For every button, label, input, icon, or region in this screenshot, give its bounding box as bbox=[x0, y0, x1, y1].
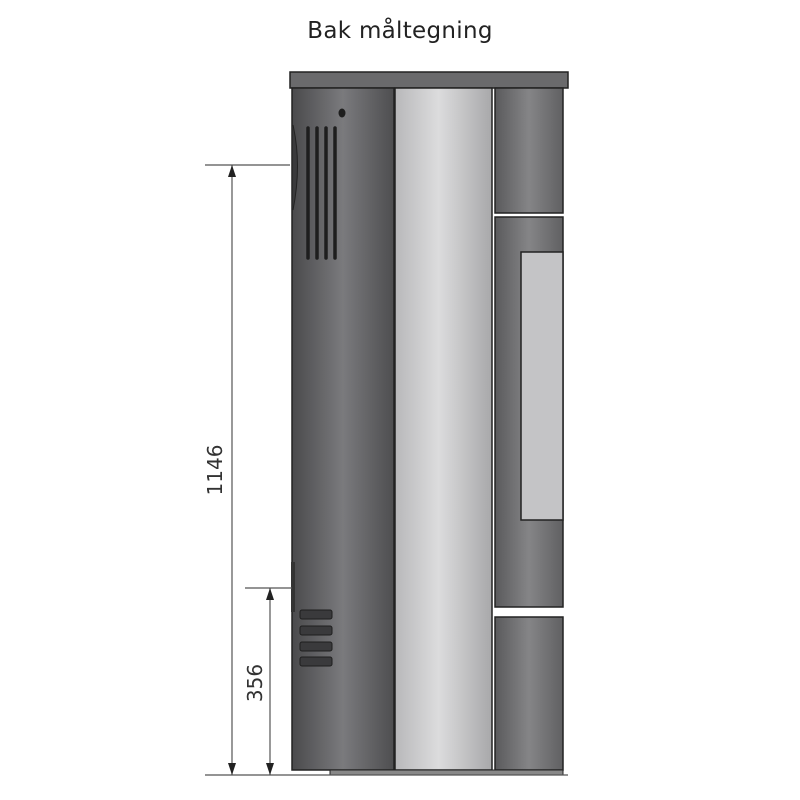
dimension-lower-height: 356 bbox=[243, 664, 267, 702]
dimension-lines bbox=[205, 164, 568, 776]
top-plate bbox=[289, 71, 569, 89]
indicator-dot bbox=[338, 108, 346, 118]
dimension-total-height: 1146 bbox=[203, 445, 227, 496]
right-top-block bbox=[494, 87, 564, 214]
base-plinth bbox=[329, 769, 564, 776]
drawing-title: Bak måltegning bbox=[307, 18, 493, 44]
bottom-vent-slots bbox=[299, 609, 333, 667]
top-vent-slots bbox=[306, 126, 337, 260]
left-edge-bracket bbox=[291, 562, 295, 612]
center-steel-panel bbox=[394, 87, 493, 771]
right-bottom-block bbox=[494, 616, 564, 771]
left-edge-bulge bbox=[292, 124, 298, 211]
side-glass-window bbox=[520, 251, 564, 521]
